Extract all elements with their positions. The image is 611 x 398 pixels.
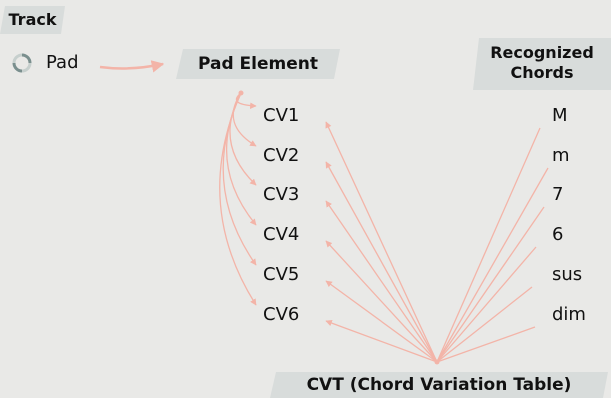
- cv-label-6: CV6: [263, 304, 300, 325]
- cv-label-3: CV3: [263, 184, 300, 205]
- track-title: Track: [8, 10, 57, 29]
- pad-element-to-cv-arrows: [219, 90, 257, 306]
- pad-element-to-cv-arrow-5: [222, 92, 257, 266]
- cv-label-4: CV4: [263, 224, 300, 245]
- chord-label-sixth: 6: [552, 224, 564, 245]
- cvt-to-chord-lines: [434, 127, 549, 365]
- cvt-to-chord-line-2: [436, 167, 549, 363]
- cvt-to-chord-line-6: [436, 326, 536, 363]
- recognized-chords-title-line1: Recognized: [490, 43, 594, 62]
- cvt-to-cv-arrow-2: [325, 161, 438, 363]
- chord-label-major: M: [552, 105, 568, 126]
- cvt-to-cv-arrow-3: [325, 200, 438, 363]
- cvt-tag: CVT (Chord Variation Table): [270, 372, 608, 398]
- recognized-chords-tag: Recognized Chords: [473, 38, 611, 90]
- pad-element-to-cv-arrow-4: [226, 92, 257, 226]
- refresh-icon: [12, 53, 32, 73]
- pad-element-to-cv-arrow-6: [219, 92, 257, 306]
- chord-label-sus: sus: [552, 264, 583, 285]
- cv-label-5: CV5: [263, 264, 300, 285]
- cvt-to-cv-arrows: [325, 121, 438, 363]
- cvt-to-cv-arrow-1: [325, 121, 438, 363]
- cvt-to-cv-arrow-4: [325, 240, 438, 363]
- cvt-to-cv-arrow-6: [325, 319, 438, 363]
- pad-element-tag: Pad Element: [176, 49, 340, 79]
- pad-to-pad-element-arrow: [99, 60, 165, 73]
- track-tag: Track: [0, 6, 65, 34]
- cvt-origin-dot: [434, 359, 440, 365]
- chord-label-dim: dim: [552, 304, 586, 325]
- cvt-to-cv-arrow-5: [325, 280, 438, 363]
- pad-element-title: Pad Element: [197, 54, 318, 74]
- pad-element-origin-dot: [238, 90, 244, 96]
- cv-label-1: CV1: [263, 105, 300, 126]
- cvt-to-chord-line-4: [436, 246, 537, 363]
- cvt-to-chord-line-3: [436, 206, 545, 363]
- pad-label: Pad: [46, 52, 79, 73]
- cvt-to-chord-line-5: [436, 286, 533, 363]
- cvt-title: CVT (Chord Variation Table): [306, 375, 572, 395]
- recognized-chords-title-line2: Chords: [510, 63, 574, 82]
- cv-label-2: CV2: [263, 145, 300, 166]
- chord-label-seventh: 7: [552, 184, 564, 205]
- cvt-to-chord-line-1: [436, 127, 541, 363]
- chord-label-minor: m: [552, 145, 570, 166]
